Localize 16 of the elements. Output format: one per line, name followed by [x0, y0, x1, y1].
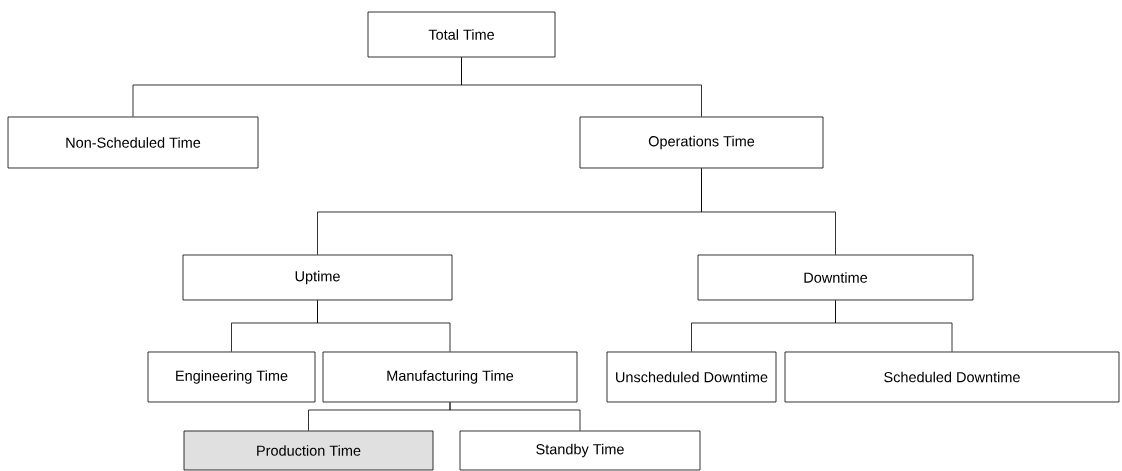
time-box: Uptime [182, 254, 453, 301]
time-box: Manufacturing Time [322, 351, 578, 403]
connector-line [449, 402, 581, 431]
time-box: Standby Time [459, 430, 701, 471]
time-box: Total Time [367, 11, 556, 58]
time-box: Engineering Time [147, 351, 316, 403]
connector-line [461, 57, 702, 117]
time-box: Downtime [697, 254, 974, 301]
time-box: Production Time [183, 430, 434, 471]
connector-line [317, 300, 451, 352]
time-box: Scheduled Downtime [784, 351, 1120, 403]
connector-line [701, 168, 836, 255]
time-box: Unscheduled Downtime [606, 351, 777, 403]
time-box: Operations Time [579, 116, 824, 169]
connector-line [835, 300, 953, 352]
time-box: Non-Scheduled Time [7, 116, 259, 169]
